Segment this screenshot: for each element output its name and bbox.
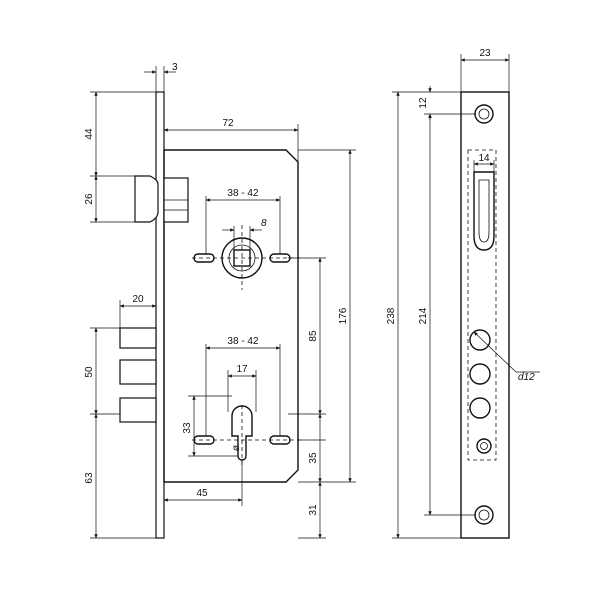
dim-faceplate-width: 23 <box>479 48 491 59</box>
faceplate-top-screw <box>474 104 494 124</box>
lock-case <box>163 149 299 483</box>
dim-bottom-63: 63 <box>84 472 95 484</box>
dim-deadbolt-height: 50 <box>84 366 95 378</box>
dim-bottom-45: 45 <box>196 488 208 499</box>
dim-cylinder-width: 17 <box>236 364 248 375</box>
dim-cylinder-diameter: ø <box>231 445 242 451</box>
faceplate-mid-screw <box>476 438 492 454</box>
deadbolts <box>119 327 157 423</box>
dim-roller-width: 14 <box>478 153 490 164</box>
deadbolt-holes <box>469 329 491 419</box>
dim-offset-35: 35 <box>308 452 319 464</box>
dim-faceplate-holes: 214 <box>418 307 429 324</box>
roller-latch <box>473 171 495 251</box>
dim-cylinder-spacing: 38 - 42 <box>227 336 259 347</box>
dim-faceplate-top: 12 <box>418 97 429 109</box>
dim-cylinder-height: 33 <box>182 422 193 434</box>
faceplate-front-view: 23 14 12 238 214 d12 <box>386 48 540 539</box>
dim-hole-diameter: d12 <box>518 372 535 383</box>
latch-bolt <box>134 175 189 223</box>
dim-height-176: 176 <box>338 307 349 324</box>
faceplate-bottom-screw <box>474 505 494 525</box>
lock-side-view: 3 72 44 26 38 - 42 8 20 38 - 42 <box>84 62 356 539</box>
dim-latch-offset: 44 <box>84 128 95 140</box>
dim-bottom-31: 31 <box>308 504 319 516</box>
dim-faceplate-total: 238 <box>386 307 397 324</box>
dim-spindle-spacing: 38 - 42 <box>227 188 259 199</box>
dim-deadbolt-projection: 20 <box>132 294 144 305</box>
faceplate-strip <box>155 91 165 539</box>
dim-spindle-square: 8 <box>261 218 267 229</box>
faceplate <box>460 91 510 539</box>
latch-slot-outline <box>467 149 497 461</box>
dim-faceplate-thickness: 3 <box>172 62 178 73</box>
dim-case-width: 72 <box>222 118 234 129</box>
dim-latch-height: 26 <box>84 193 95 205</box>
dim-height-85: 85 <box>308 330 319 342</box>
